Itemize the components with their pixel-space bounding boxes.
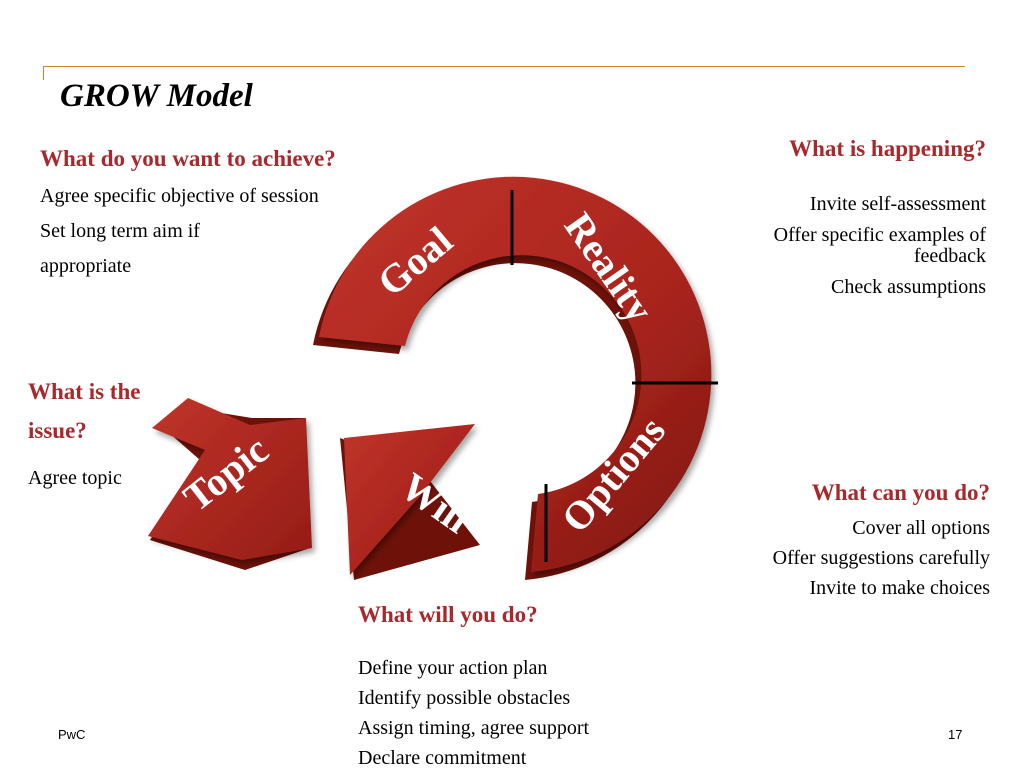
options-line: Offer suggestions carefully (772, 547, 990, 569)
page-number: 17 (948, 727, 963, 742)
goal-line: appropriate (40, 255, 132, 277)
topic-heading-line2: issue? (28, 418, 87, 443)
ring-body (319, 176, 712, 572)
options-line: Cover all options (852, 517, 990, 539)
options-list: Cover all options Offer suggestions care… (690, 513, 990, 603)
slide-title: GROW Model (60, 78, 253, 114)
reality-heading: What is happening? (789, 136, 986, 161)
will-list: Define your action plan Identify possibl… (358, 653, 678, 773)
reality-line: Invite self-assessment (809, 193, 986, 215)
footer-brand: PwC (58, 727, 86, 742)
will-heading: What will you do? (358, 602, 538, 627)
options-heading: What can you do? (811, 480, 990, 505)
topic-arrow (148, 398, 312, 560)
options-line: Invite to make choices (809, 577, 991, 599)
topic-list: Agree topic (28, 461, 168, 496)
header-rule (43, 66, 965, 67)
goal-heading: What do you want to achieve? (40, 146, 336, 171)
will-line: Declare commitment (358, 747, 527, 769)
goal-list: Agree specific objective of session Set … (40, 179, 400, 284)
reality-list: Invite self-assessment Offer specific ex… (700, 189, 986, 302)
will-line: Identify possible obstacles (358, 687, 571, 709)
reality-line: Offer specific examples of feedback (773, 224, 986, 267)
topic-line: Agree topic (28, 467, 122, 489)
ring-arrowhead (344, 424, 475, 575)
topic-heading-line1: What is the (28, 379, 141, 404)
will-line: Assign timing, agree support (358, 717, 590, 739)
header-rule-tick (43, 66, 44, 80)
goal-line: Agree specific objective of session (40, 185, 319, 207)
goal-line: Set long term aim if (40, 220, 200, 242)
will-line: Define your action plan (358, 657, 548, 679)
reality-line: Check assumptions (831, 276, 986, 298)
